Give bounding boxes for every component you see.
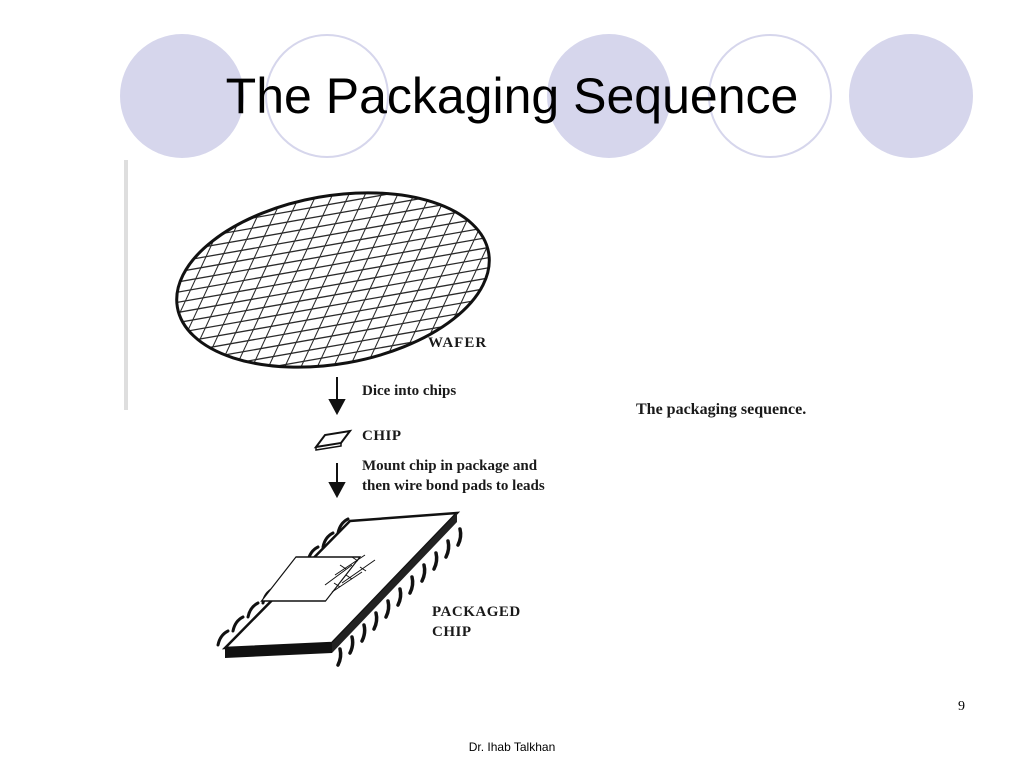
figure-caption: The packaging sequence. bbox=[636, 401, 807, 418]
page-number: 9 bbox=[958, 699, 965, 714]
decorative-circle bbox=[265, 34, 389, 158]
wafer-icon bbox=[162, 169, 504, 391]
chip-label: CHIP bbox=[362, 428, 402, 444]
decorative-circle bbox=[547, 34, 671, 158]
footer-author: Dr. Ihab Talkhan bbox=[468, 740, 556, 754]
chip-icon bbox=[313, 429, 353, 451]
wafer-label: WAFER bbox=[428, 335, 488, 351]
mount-step-label-line2: then wire bond pads to leads bbox=[362, 478, 545, 494]
slide-title: The Packaging Sequence bbox=[225, 68, 799, 124]
mount-step-label-line1: Mount chip in package and bbox=[362, 458, 538, 474]
decorative-circle bbox=[120, 34, 244, 158]
packaging-diagram bbox=[162, 169, 504, 667]
scan-edge bbox=[124, 160, 128, 410]
packaged-chip-label-line2: CHIP bbox=[432, 624, 472, 640]
packaged-chip-icon bbox=[216, 511, 463, 667]
down-arrow-icon bbox=[328, 377, 346, 416]
dice-step-label: Dice into chips bbox=[362, 383, 457, 399]
decorative-circle bbox=[849, 34, 973, 158]
down-arrow-icon bbox=[328, 463, 346, 499]
packaging-sequence-figure bbox=[120, 155, 880, 685]
decorative-circle bbox=[708, 34, 832, 158]
packaged-chip-label-line1: PACKAGED bbox=[432, 604, 521, 620]
